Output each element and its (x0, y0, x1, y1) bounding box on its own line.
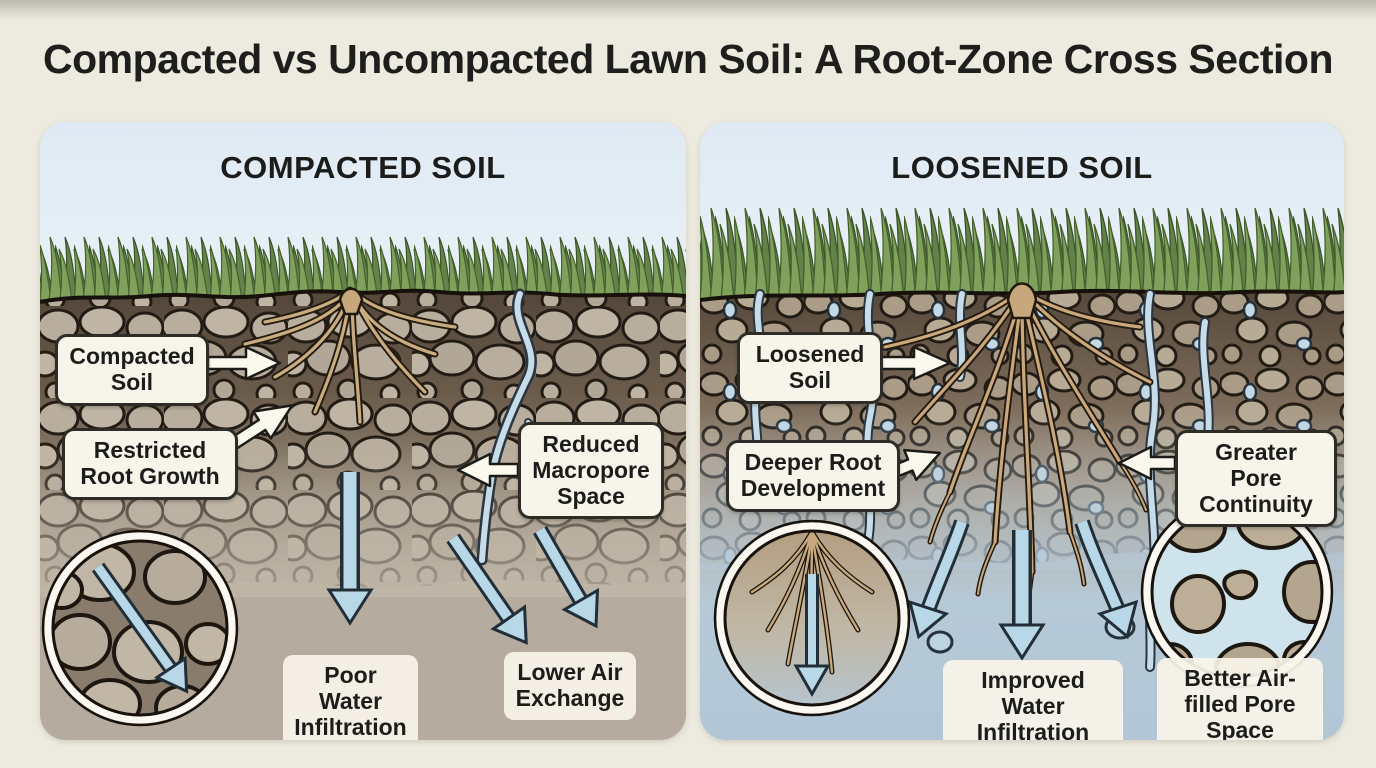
loosened-panel-header: LOOSENED SOIL (891, 150, 1153, 185)
page-title: Compacted vs Uncompacted Lawn Soil: A Ro… (42, 36, 1334, 82)
shallow-roots (241, 286, 459, 426)
label-improved-water-infiltration: Improved Water Infiltration (943, 660, 1123, 740)
label-lower-air-exchange: Lower Air Exchange (504, 652, 636, 720)
label-deeper-root-development: Deeper Root Development (726, 440, 900, 512)
label-restricted-root-growth: Restricted Root Growth (62, 428, 238, 500)
compaction-inset-circle (41, 529, 239, 727)
arrow-compacted-soil (206, 345, 282, 381)
compacted-panel-header: COMPACTED SOIL (220, 150, 506, 185)
downward-flow-arrows (907, 519, 1139, 661)
arrow-reduced-macropore (456, 452, 520, 488)
arrow-pore-continuity (1117, 445, 1177, 481)
arrow-loosened-soil (878, 345, 952, 381)
deep-root-inset-circle (713, 519, 911, 717)
label-greater-pore-continuity: Greater Pore Continuity (1175, 430, 1337, 528)
label-loosened-soil: Loosened Soil (737, 332, 883, 404)
label-reduced-macropore-space: Reduced Macropore Space (518, 422, 664, 520)
panel-loosened-soil: LOOSENED SOIL (700, 122, 1344, 740)
top-shadow (0, 0, 1376, 20)
label-better-air-filled-pore-space: Better Air-filled Pore Space (1157, 658, 1323, 740)
label-poor-water-infiltration: Poor Water Infiltration (283, 655, 418, 740)
label-compacted-soil: Compacted Soil (55, 334, 209, 406)
downward-flow-arrows (326, 472, 600, 645)
panel-compacted-soil: COMPACTED SOIL (40, 122, 686, 740)
grass (40, 236, 686, 300)
